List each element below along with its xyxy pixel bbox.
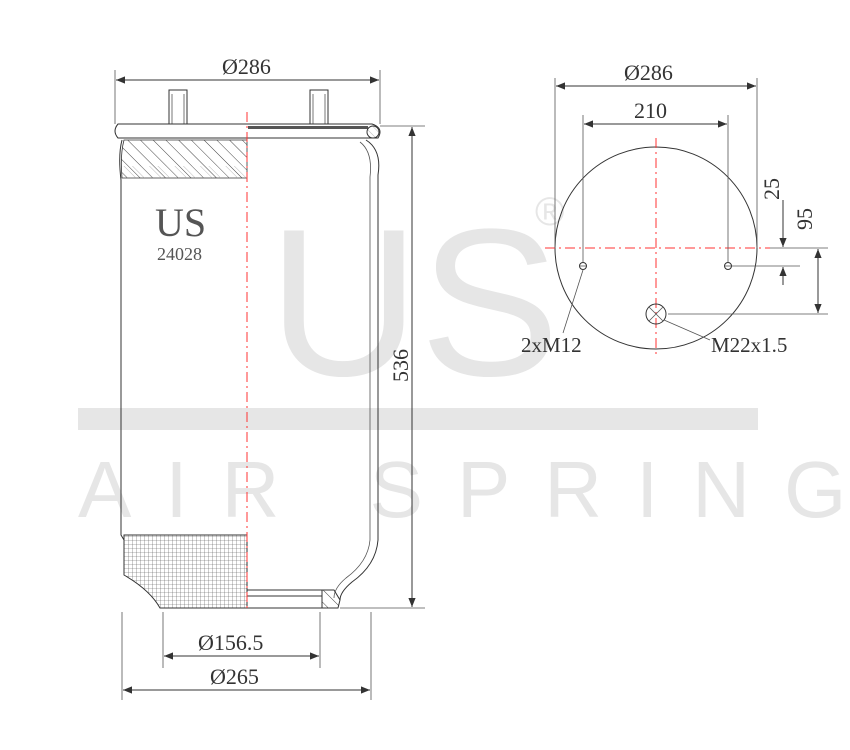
dim-bolt-spacing: 210: [582, 98, 729, 262]
watermark-bar: [78, 408, 758, 430]
piston-section: [123, 534, 248, 609]
dim-bolt-spacing-label: 210: [634, 98, 667, 123]
port-leader: [663, 319, 711, 341]
dim-top-diameter-label: Ø286: [222, 54, 271, 79]
dim-top-view-diameter: Ø286: [554, 60, 758, 248]
stud-hole-right: [724, 262, 732, 270]
crimp-bead: [366, 125, 380, 139]
top-view: Ø286 210 25 95 2xM12 M22x1.5: [521, 60, 828, 358]
piston-right: [321, 589, 341, 609]
port-callout: M22x1.5: [711, 333, 787, 357]
dim-offset-25: 25: [732, 178, 800, 285]
dim-height-label: 536: [388, 349, 413, 382]
bellow-inner-right: [333, 141, 371, 599]
bellow-outline: [119, 139, 125, 541]
watermark-air-spring: AIR SPRING: [78, 445, 850, 534]
bellow-outer-right: [339, 139, 380, 601]
dim-offset-95: 95: [668, 208, 828, 315]
dim-top-diameter: Ø286: [114, 54, 381, 124]
watermark-registered-mark: ®: [535, 190, 564, 234]
dim-offset-95-label: 95: [792, 208, 817, 230]
side-view: US 24028 Ø286 536 Ø156.5 Ø265: [114, 54, 425, 700]
top-plate: [114, 123, 381, 139]
dim-height: 536: [340, 125, 425, 609]
dim-bottom-diameter-label: Ø265: [210, 664, 259, 689]
dim-piston-diameter-label: Ø156.5: [198, 630, 263, 655]
part-number: 24028: [157, 244, 202, 264]
stud-hole-left: [579, 262, 587, 270]
dim-offset-25-label: 25: [759, 178, 784, 200]
dim-top-view-diameter-label: Ø286: [624, 60, 673, 85]
brand-logo: US: [155, 200, 206, 245]
air-port: [645, 303, 667, 325]
dim-bottom-diameter: Ø265: [121, 612, 372, 700]
watermark-logo: US: [268, 185, 560, 420]
stud-leader: [562, 269, 584, 334]
dim-piston-diameter: Ø156.5: [162, 612, 321, 668]
stud-callout: 2xM12: [521, 333, 582, 357]
